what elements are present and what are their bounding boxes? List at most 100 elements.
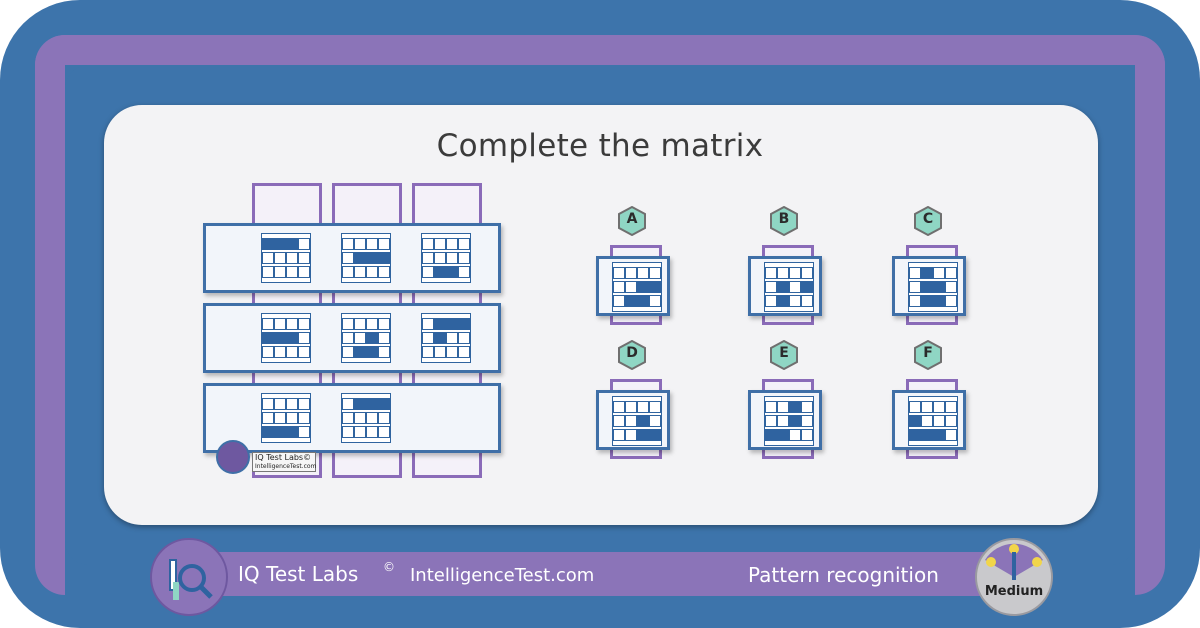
empty-square: [298, 318, 310, 330]
empty-square: [342, 238, 354, 250]
filled-square: [446, 266, 458, 278]
filled-square: [274, 332, 286, 344]
empty-square: [274, 398, 286, 410]
empty-square: [286, 266, 298, 278]
empty-square: [765, 281, 777, 293]
empty-square: [613, 401, 625, 413]
empty-square: [274, 346, 286, 358]
empty-square: [625, 267, 637, 279]
empty-square: [909, 281, 921, 293]
empty-square: [933, 415, 945, 427]
filled-square: [434, 266, 446, 278]
empty-square: [777, 415, 789, 427]
empty-square: [354, 318, 366, 330]
option-a-badge[interactable]: A: [618, 206, 646, 236]
empty-square: [354, 266, 366, 278]
empty-square: [649, 267, 661, 279]
option-c-badge[interactable]: C: [914, 206, 942, 236]
empty-square: [446, 332, 458, 344]
empty-square: [422, 266, 434, 278]
empty-square: [649, 415, 661, 427]
empty-square: [801, 401, 813, 413]
empty-square: [458, 238, 470, 250]
empty-square: [274, 318, 286, 330]
hexagon-icon: [914, 340, 942, 370]
option-e-badge[interactable]: E: [770, 340, 798, 370]
option-b-badge[interactable]: B: [770, 206, 798, 236]
empty-square: [625, 281, 637, 293]
empty-square: [434, 252, 446, 264]
empty-square: [342, 426, 354, 438]
filled-square: [637, 429, 649, 441]
footer-brand: IQ Test Labs: [238, 562, 359, 586]
frame-stripe-top: [35, 35, 1165, 65]
empty-square: [422, 252, 434, 264]
empty-square: [637, 267, 649, 279]
empty-square: [378, 412, 390, 424]
filled-square: [789, 415, 801, 427]
difficulty-label: Medium: [984, 584, 1044, 599]
option-d-badge[interactable]: D: [618, 340, 646, 370]
option-c-cell: [908, 262, 958, 312]
empty-square: [945, 401, 957, 413]
empty-square: [625, 429, 637, 441]
filled-square: [649, 429, 661, 441]
empty-square: [446, 252, 458, 264]
hexagon-icon: [770, 340, 798, 370]
empty-square: [342, 332, 354, 344]
empty-square: [765, 415, 777, 427]
empty-square: [354, 412, 366, 424]
empty-square: [765, 295, 777, 307]
empty-square: [422, 318, 434, 330]
matrix-cell: [261, 233, 311, 283]
matrix-cell: [261, 313, 311, 363]
option-f-badge[interactable]: F: [914, 340, 942, 370]
filled-square: [286, 238, 298, 250]
empty-square: [945, 429, 957, 441]
filled-square: [286, 426, 298, 438]
empty-square: [286, 318, 298, 330]
empty-square: [613, 267, 625, 279]
empty-square: [945, 281, 957, 293]
filled-square: [434, 318, 446, 330]
matrix-cell: [341, 393, 391, 443]
empty-square: [262, 252, 274, 264]
filled-square: [378, 398, 390, 410]
hexagon-icon: [770, 206, 798, 236]
filled-square: [274, 238, 286, 250]
filled-square: [909, 415, 921, 427]
filled-square: [262, 238, 274, 250]
empty-square: [378, 426, 390, 438]
empty-square: [298, 412, 310, 424]
hexagon-icon: [914, 206, 942, 236]
empty-square: [434, 238, 446, 250]
empty-square: [945, 295, 957, 307]
filled-square: [921, 295, 933, 307]
empty-square: [274, 266, 286, 278]
filled-square: [777, 295, 789, 307]
empty-square: [613, 429, 625, 441]
empty-square: [933, 267, 945, 279]
empty-square: [298, 398, 310, 410]
filled-square: [625, 295, 637, 307]
filled-square: [366, 346, 378, 358]
empty-square: [378, 238, 390, 250]
empty-square: [298, 238, 310, 250]
filled-square: [434, 332, 446, 344]
filled-square: [262, 426, 274, 438]
empty-square: [777, 267, 789, 279]
filled-square: [354, 252, 366, 264]
empty-square: [262, 318, 274, 330]
empty-square: [342, 398, 354, 410]
frame-stripe-left: [35, 35, 65, 595]
filled-square: [286, 332, 298, 344]
empty-square: [378, 318, 390, 330]
empty-square: [625, 415, 637, 427]
empty-square: [286, 398, 298, 410]
filled-square: [777, 429, 789, 441]
empty-square: [789, 429, 801, 441]
empty-square: [789, 295, 801, 307]
empty-square: [613, 295, 625, 307]
empty-square: [777, 401, 789, 413]
